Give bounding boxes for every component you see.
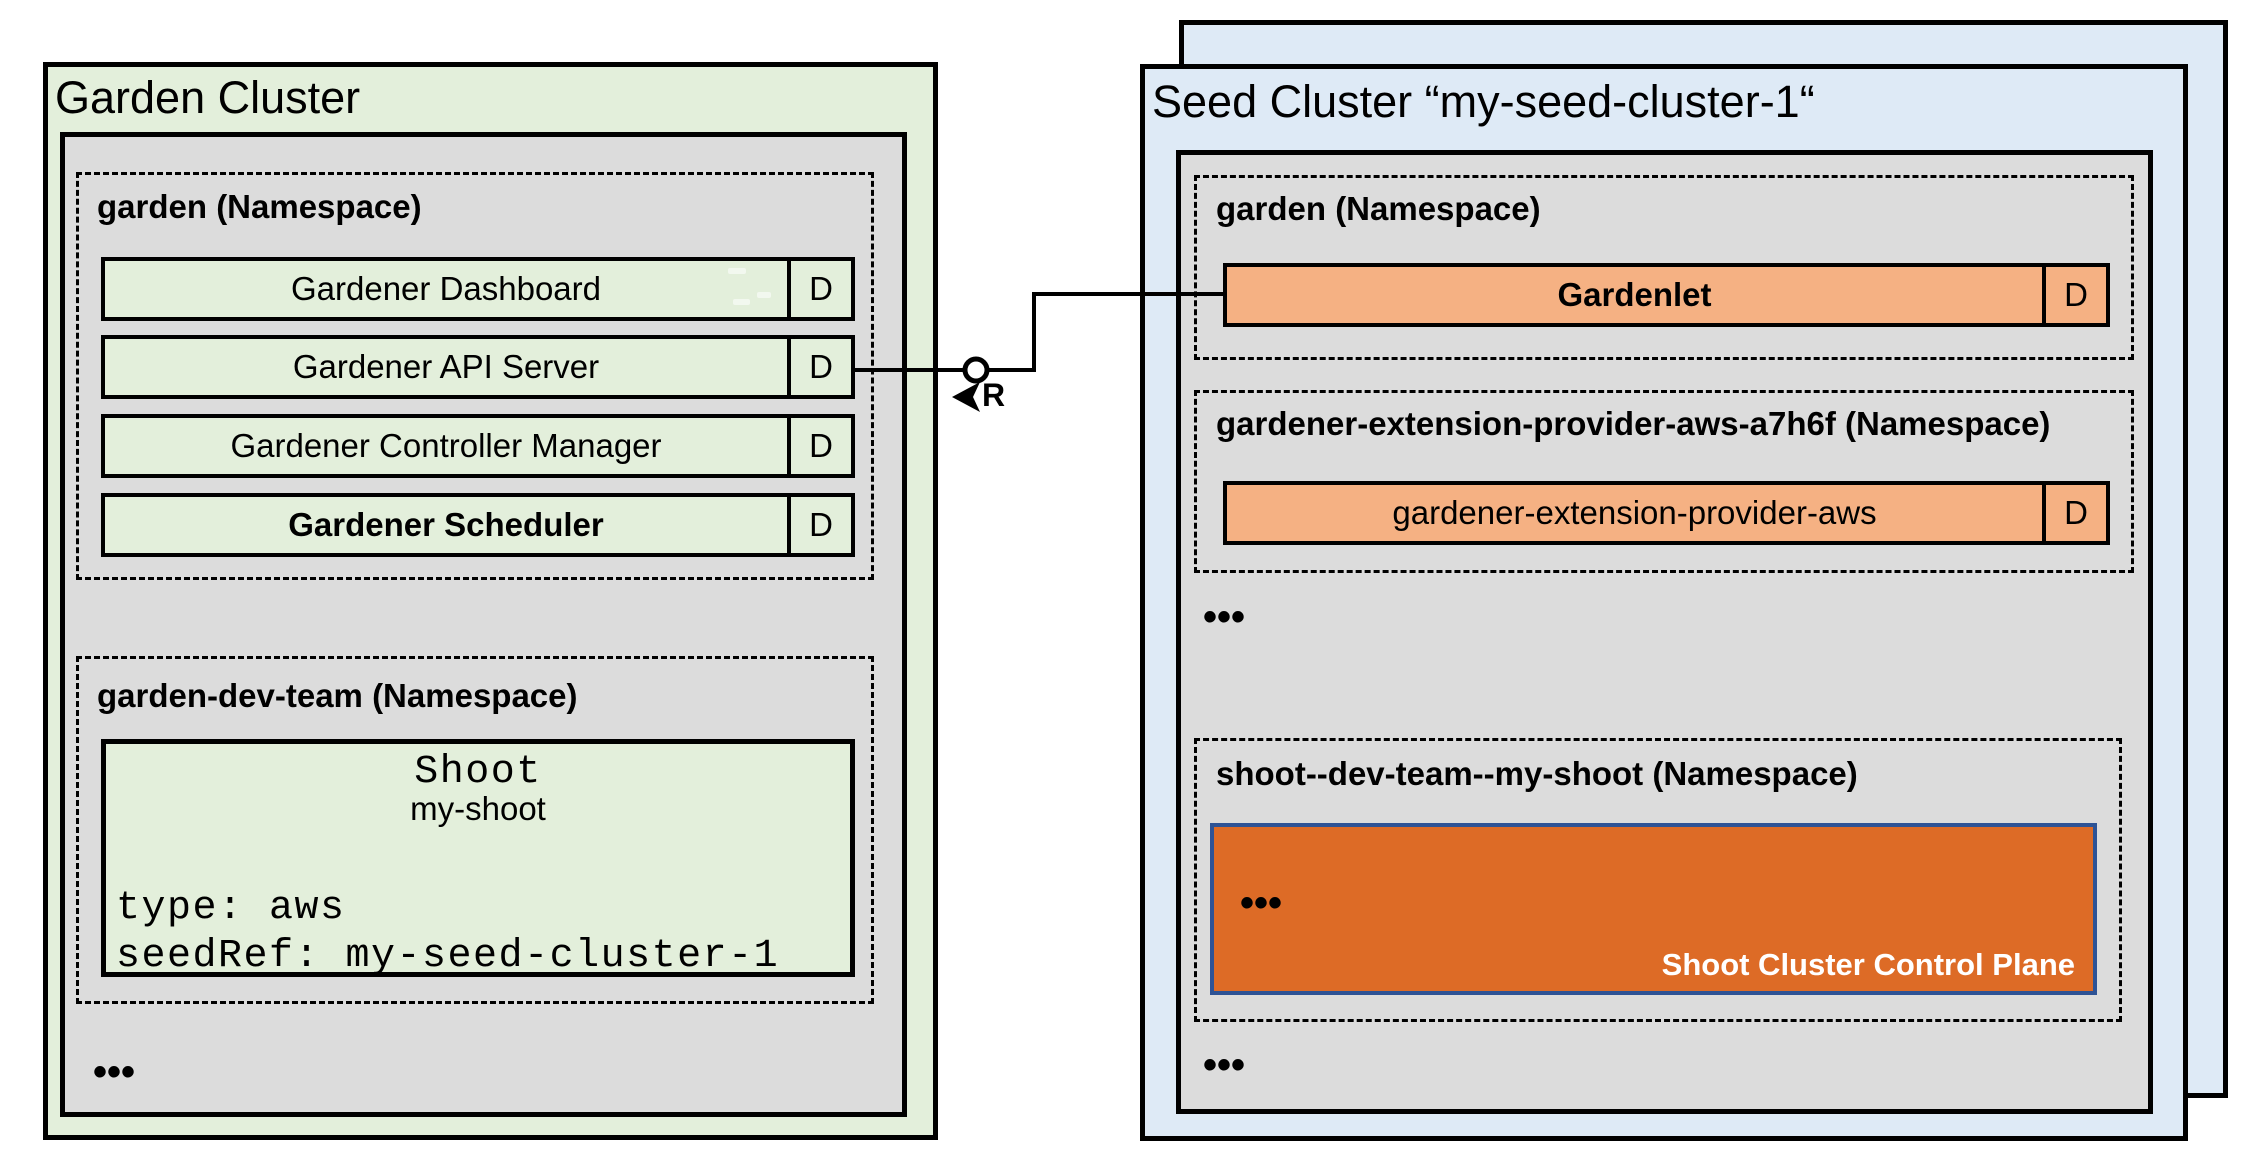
faded-dash-artifact — [757, 292, 771, 298]
component-gardener-scheduler: Gardener Scheduler D — [101, 493, 855, 557]
seed-garden-namespace-title: garden (Namespace) — [1216, 190, 1541, 227]
register-relation-label: R — [982, 377, 1006, 413]
control-plane-label: Shoot Cluster Control Plane — [1661, 947, 2075, 982]
deployment-badge: D — [787, 261, 851, 317]
component-label: Gardener API Server — [292, 348, 600, 385]
left-arrowhead-icon — [952, 382, 980, 412]
shoot-resource-card: Shoot my-shoot type: aws seedRef: my-see… — [101, 739, 855, 979]
seed-cluster-box: Seed Cluster “my-seed-cluster-1“ garden … — [1140, 64, 2188, 1141]
extension-namespace-box: gardener-extension-provider-aws-a7h6f (N… — [1194, 390, 2134, 573]
garden-cluster-inner-panel: garden (Namespace) Gardener Dashboard D … — [60, 132, 907, 1117]
extension-namespace-title: gardener-extension-provider-aws-a7h6f (N… — [1216, 405, 2051, 442]
component-label: Gardener Controller Manager — [230, 427, 662, 464]
component-gardenlet: Gardenlet D — [1223, 263, 2110, 327]
shoot-resource-name: my-shoot — [410, 790, 546, 827]
garden-dev-team-namespace-title: garden-dev-team (Namespace) — [97, 677, 578, 714]
component-gardener-extension-provider-aws: gardener-extension-provider-aws D — [1223, 481, 2110, 545]
garden-cluster-title: Garden Cluster — [55, 72, 361, 123]
shoot-namespace-box: shoot--dev-team--my-shoot (Namespace) ••… — [1194, 738, 2122, 1022]
garden-namespace-title: garden (Namespace) — [97, 188, 422, 225]
component-label: Gardener Dashboard — [290, 270, 602, 307]
seed-cluster-inner-panel: garden (Namespace) Gardenlet D gardener-… — [1176, 150, 2153, 1114]
deployment-badge: D — [787, 339, 851, 395]
faded-dash-artifact — [728, 268, 746, 274]
component-gardener-api-server: Gardener API Server D — [101, 335, 855, 399]
garden-cluster-box: Garden Cluster garden (Namespace) Garden… — [43, 62, 938, 1140]
deployment-badge: D — [787, 497, 851, 553]
garden-dev-team-namespace-box: garden-dev-team (Namespace) Shoot my-sho… — [76, 656, 874, 1004]
garden-namespace-box: garden (Namespace) Gardener Dashboard D … — [76, 172, 874, 580]
shoot-namespace-title: shoot--dev-team--my-shoot (Namespace) — [1216, 755, 1858, 792]
seed-garden-namespace-box: garden (Namespace) Gardenlet D — [1194, 175, 2134, 360]
shoot-resource-kind: Shoot — [414, 750, 542, 795]
component-gardener-dashboard: Gardener Dashboard D — [101, 257, 855, 321]
register-connector-line — [853, 292, 1226, 412]
component-label: gardener-extension-provider-aws — [1392, 494, 1877, 531]
control-plane-ellipsis: ••• — [1240, 881, 1283, 925]
seed-cluster-title: Seed Cluster “my-seed-cluster-1“ — [1152, 76, 1815, 127]
deployment-badge: D — [787, 418, 851, 474]
seed-namespaces-ellipsis: ••• — [1203, 595, 1246, 639]
shoot-cluster-control-plane-box: ••• Shoot Cluster Control Plane — [1210, 823, 2097, 995]
deployment-badge: D — [2042, 485, 2106, 541]
deployment-badge: D — [2042, 267, 2106, 323]
component-gardener-controller-manager: Gardener Controller Manager D — [101, 414, 855, 478]
component-label: Gardener Scheduler — [288, 506, 604, 543]
garden-cluster-ellipsis: ••• — [93, 1050, 136, 1094]
seed-cluster-ellipsis: ••• — [1203, 1043, 1246, 1087]
shoot-spec-type: type: aws — [116, 886, 346, 931]
component-label: Gardenlet — [1557, 276, 1712, 313]
faded-dash-artifact — [733, 299, 750, 305]
shoot-spec-seedref: seedRef: my-seed-cluster-1 — [116, 934, 780, 979]
